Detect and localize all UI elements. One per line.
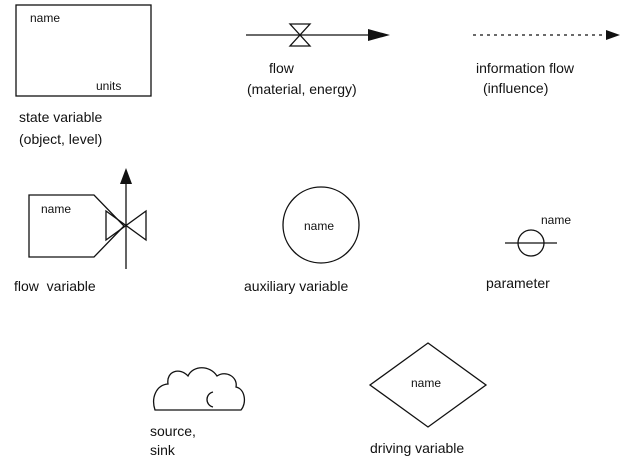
parameter-caption: parameter (486, 275, 550, 291)
flow-variable-name: name (41, 202, 72, 216)
flow-subcaption: (material, energy) (247, 81, 357, 97)
flow-symbol (246, 23, 390, 47)
state-variable-subcaption: (object, level) (19, 131, 103, 147)
cloud-icon (153, 367, 246, 411)
state-variable-caption: state variable (19, 109, 103, 125)
auxiliary-variable-name: name (304, 219, 335, 233)
state-variable-box (15, 4, 152, 97)
parameter-symbol (505, 229, 557, 257)
flow-variable-caption: flow variable (14, 278, 96, 294)
parameter-name: name (541, 213, 572, 227)
information-flow-arrowhead-icon (606, 30, 620, 40)
information-flow-symbol (473, 30, 620, 40)
driving-variable-name: name (411, 376, 442, 390)
cloud-outline (153, 367, 246, 411)
state-variable-name: name (30, 11, 61, 25)
source-sink-caption-line2: sink (150, 442, 175, 458)
flow-caption: flow (269, 60, 294, 76)
auxiliary-variable-caption: auxiliary variable (244, 278, 349, 294)
cloud-inner-curl (206, 391, 214, 408)
flow-variable-valve-icon (105, 209, 147, 242)
flow-arrowhead-icon (368, 29, 390, 41)
information-flow-caption: information flow (476, 60, 575, 76)
driving-variable-caption: driving variable (370, 440, 465, 456)
driving-variable-diamond (368, 342, 488, 428)
auxiliary-variable-circle (282, 186, 360, 264)
state-variable-units: units (96, 79, 122, 93)
flow-variable-arrowhead-icon (120, 168, 132, 184)
flow-valve-icon (288, 23, 312, 47)
flow-variable-shape (28, 194, 125, 258)
source-sink-caption-line1: source, (150, 423, 196, 439)
flow-variable-symbol (28, 168, 147, 269)
information-flow-subcaption: (influence) (483, 80, 549, 96)
